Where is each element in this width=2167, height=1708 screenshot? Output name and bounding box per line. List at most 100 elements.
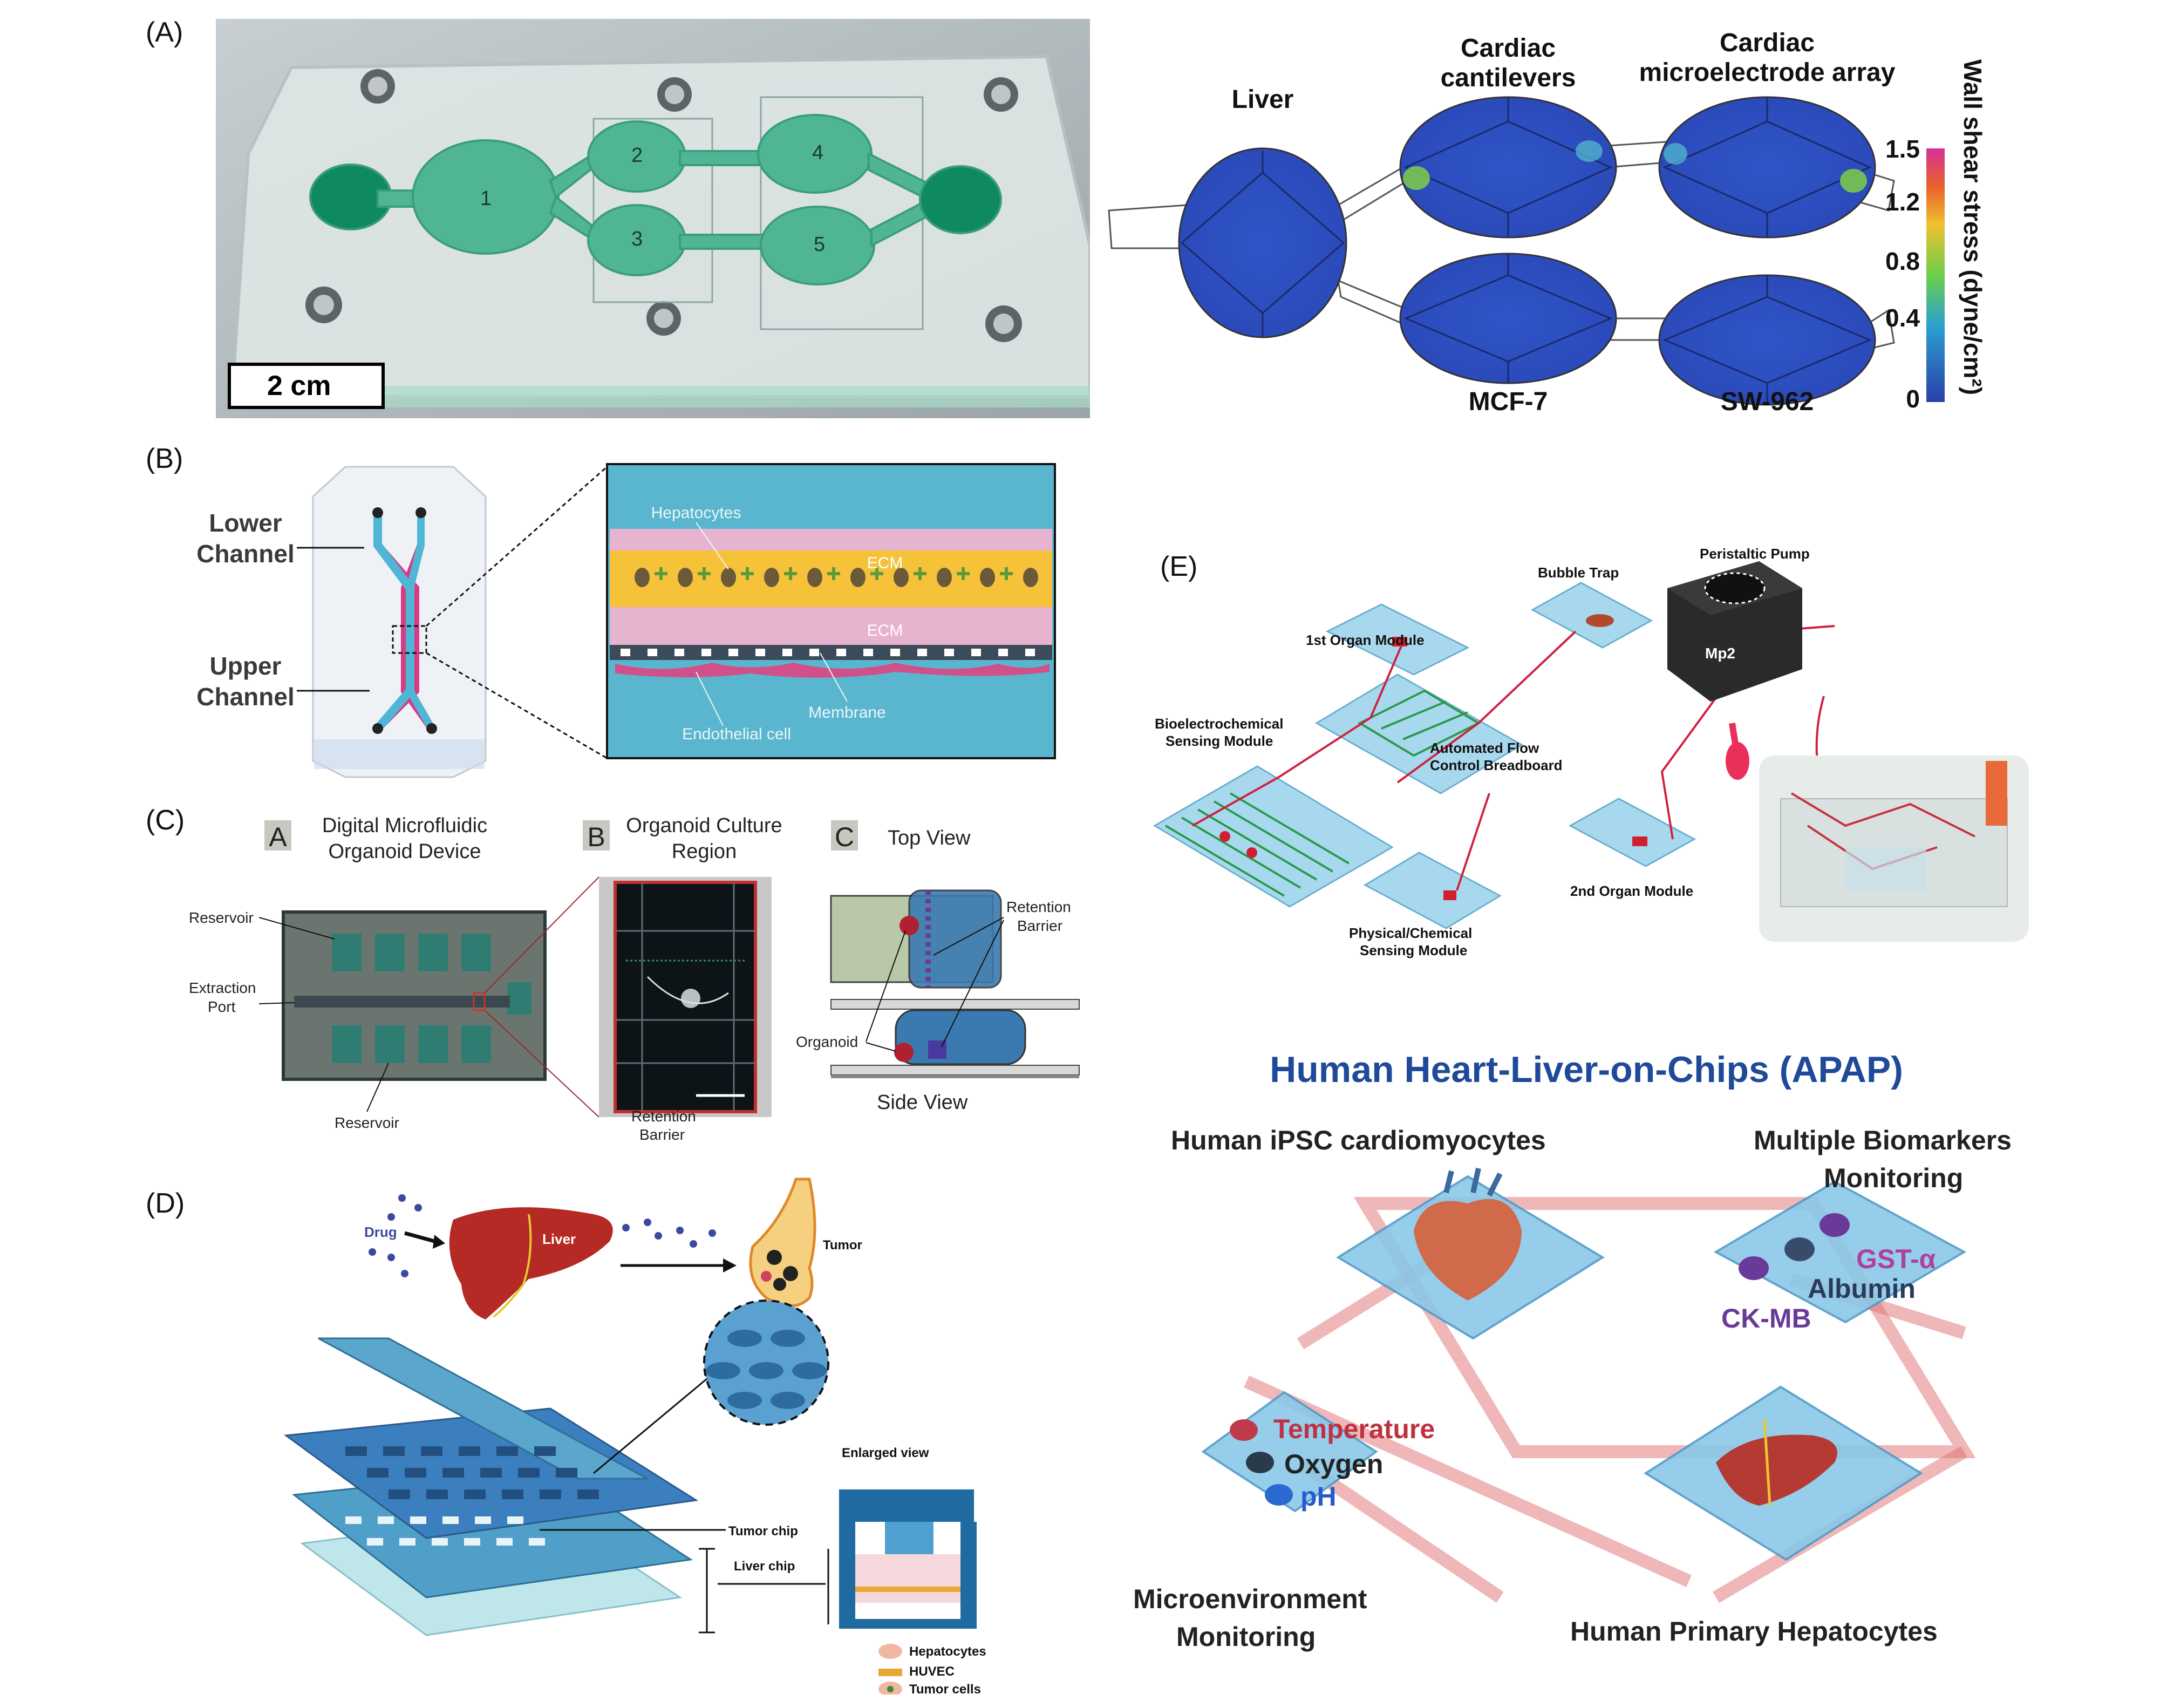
hepatocytes-hl-label: Human Primary Hepatocytes bbox=[1570, 1616, 1938, 1646]
biomarkers-label: Monitoring bbox=[1824, 1163, 1963, 1193]
ck-mb-label: CK-MB bbox=[1721, 1303, 1811, 1333]
organ-label-cantilevers: Cardiac bbox=[1461, 34, 1556, 63]
chamber-label: 3 bbox=[631, 228, 643, 250]
lower-channel-label: Lower bbox=[209, 509, 282, 537]
panel-e-label: (E) bbox=[1160, 551, 1198, 582]
extraction-port-label: Port bbox=[208, 998, 236, 1015]
subpanel-letter-box bbox=[264, 820, 291, 850]
tumor-label: Tumor bbox=[823, 1238, 862, 1253]
temperature-label: Temperature bbox=[1273, 1414, 1435, 1444]
organ-module-1-label: 1st Organ Module bbox=[1306, 632, 1425, 648]
organoid-culture-photo bbox=[599, 877, 772, 1117]
enlarged-view-label: Enlarged view bbox=[842, 1446, 929, 1460]
lower-channel-label: Channel bbox=[196, 540, 294, 568]
bioelectro-label: Bioelectrochemical bbox=[1155, 716, 1283, 732]
panel-c-label: (C) bbox=[146, 805, 185, 836]
colorbar-tick: 0 bbox=[1906, 385, 1920, 413]
ipsc-label: Human iPSC cardiomyocytes bbox=[1171, 1125, 1546, 1155]
membrane-label: Membrane bbox=[808, 704, 885, 722]
colorbar-tick: 1.5 bbox=[1885, 135, 1920, 163]
physical-sensing-label: Sensing Module bbox=[1360, 942, 1467, 958]
reservoir-label: Reservoir bbox=[189, 909, 254, 926]
oxygen-label: Oxygen bbox=[1284, 1449, 1383, 1479]
retention-barrier-label: Retention bbox=[631, 1108, 696, 1125]
subpanel-letter-box bbox=[831, 820, 858, 850]
liver-chip-label: Liver chip bbox=[734, 1559, 795, 1574]
drug-label: Drug bbox=[364, 1224, 397, 1240]
upper-channel-label: Channel bbox=[196, 683, 294, 711]
subpanel-letter: C bbox=[835, 822, 854, 852]
organ-label-mea: microelectrode array bbox=[1639, 58, 1896, 87]
upper-channel-label: Upper bbox=[210, 652, 282, 680]
bubble-trap-label: Bubble Trap bbox=[1538, 564, 1619, 581]
micro-label: Microenvironment bbox=[1133, 1584, 1367, 1614]
pump-label: Peristaltic Pump bbox=[1700, 546, 1810, 562]
panel-c-figure: A Digital Microfluidic Organoid Device R… bbox=[189, 814, 1080, 1143]
breadboard-label: Automated Flow bbox=[1430, 740, 1539, 756]
panel-b-figure: Lower Channel Upper Channel bbox=[196, 463, 1056, 778]
chip-layer-stack bbox=[283, 1337, 699, 1636]
organ-label-mcf7: MCF-7 bbox=[1469, 387, 1548, 416]
breadboard-label: Control Breadboard bbox=[1430, 757, 1563, 773]
heart-illustration bbox=[1414, 1167, 1522, 1301]
pump-brand: Mp2 bbox=[1705, 645, 1735, 662]
retention-barrier-label: Retention bbox=[1006, 899, 1071, 915]
chamber-label: 5 bbox=[814, 233, 825, 256]
panel-a-photo: 1 2 3 4 5 2 cm bbox=[216, 19, 1090, 418]
extraction-port-label: Extraction bbox=[189, 979, 256, 996]
organ-module-2-label: 2nd Organ Module bbox=[1570, 883, 1693, 899]
subpanel-title: Region bbox=[672, 840, 737, 863]
colorbar bbox=[1926, 148, 1945, 402]
module-photo bbox=[1759, 756, 2029, 942]
organ-label-cantilevers: cantilevers bbox=[1441, 64, 1576, 92]
physical-sensing-label: Physical/Chemical bbox=[1349, 925, 1472, 941]
tumor-chip-label: Tumor chip bbox=[728, 1524, 798, 1539]
gst-label: GST-α bbox=[1856, 1244, 1936, 1274]
chamber-label: 4 bbox=[812, 141, 823, 164]
subpanel-letter: A bbox=[269, 822, 287, 852]
panel-a-label: (A) bbox=[146, 17, 183, 48]
bioelectro-label: Sensing Module bbox=[1166, 733, 1273, 749]
panel-b-label: (B) bbox=[146, 443, 183, 474]
retention-barrier-label: Barrier bbox=[639, 1126, 685, 1143]
top-view-title: Top View bbox=[888, 827, 971, 849]
micro-label: Monitoring bbox=[1176, 1622, 1316, 1652]
retention-barrier-label: Barrier bbox=[1017, 917, 1062, 934]
subpanel-title: Digital Microfluidic bbox=[322, 814, 487, 837]
organ-chip bbox=[312, 466, 487, 778]
ph-label: pH bbox=[1300, 1481, 1337, 1512]
ecm-label: ECM bbox=[867, 622, 903, 639]
legend-label: Tumor cells bbox=[909, 1682, 981, 1695]
albumin-label: Albumin bbox=[1808, 1274, 1916, 1304]
colorbar-tick: 1.2 bbox=[1885, 188, 1920, 216]
cell-layer-inset bbox=[606, 463, 1056, 759]
chip-screw bbox=[305, 69, 1022, 342]
legend-label: HUVEC bbox=[909, 1664, 955, 1679]
dmf-device-photo bbox=[282, 910, 547, 1081]
organoid-schematic bbox=[830, 889, 1080, 1078]
panel-e-modules: Mp2 Peristaltic Pump Bubble Trap 1st Org… bbox=[1153, 546, 2029, 958]
liver-illustration bbox=[449, 1207, 613, 1319]
fluidic-channels bbox=[309, 114, 1002, 285]
breast-tumor-illustration bbox=[749, 1178, 816, 1308]
subpanel-letter: B bbox=[587, 822, 605, 852]
colorbar-tick: 0.8 bbox=[1885, 247, 1920, 275]
endothelial-label: Endothelial cell bbox=[682, 725, 791, 743]
module-platforms bbox=[1153, 582, 1696, 929]
side-view-label: Side View bbox=[877, 1091, 968, 1114]
peristaltic-pump bbox=[1667, 561, 1802, 780]
panel-d-figure: Drug Liver Tumor bbox=[283, 1178, 986, 1695]
panel-d-label: (D) bbox=[146, 1188, 185, 1219]
organ-chamber-sim bbox=[1178, 96, 1876, 406]
subpanel-letter-box bbox=[583, 820, 610, 850]
panel-a-shear-sim: Liver Cardiac cantilevers Cardiac microe… bbox=[1108, 29, 1987, 416]
heart-liver-chip-diagram: Human Heart-Liver-on-Chips (APAP) Human … bbox=[1133, 1049, 2012, 1652]
biomarkers-label: Multiple Biomarkers bbox=[1754, 1125, 2012, 1155]
chamber-label: 2 bbox=[631, 144, 643, 167]
hepatocytes-label: Hepatocytes bbox=[651, 504, 741, 522]
organ-label-sw962: SW-962 bbox=[1721, 387, 1814, 416]
organ-label-liver: Liver bbox=[1232, 85, 1294, 114]
biomarker-sensor-icons bbox=[1230, 1213, 1850, 1506]
cell-legend bbox=[878, 1644, 902, 1695]
reservoir-label: Reservoir bbox=[335, 1114, 399, 1131]
